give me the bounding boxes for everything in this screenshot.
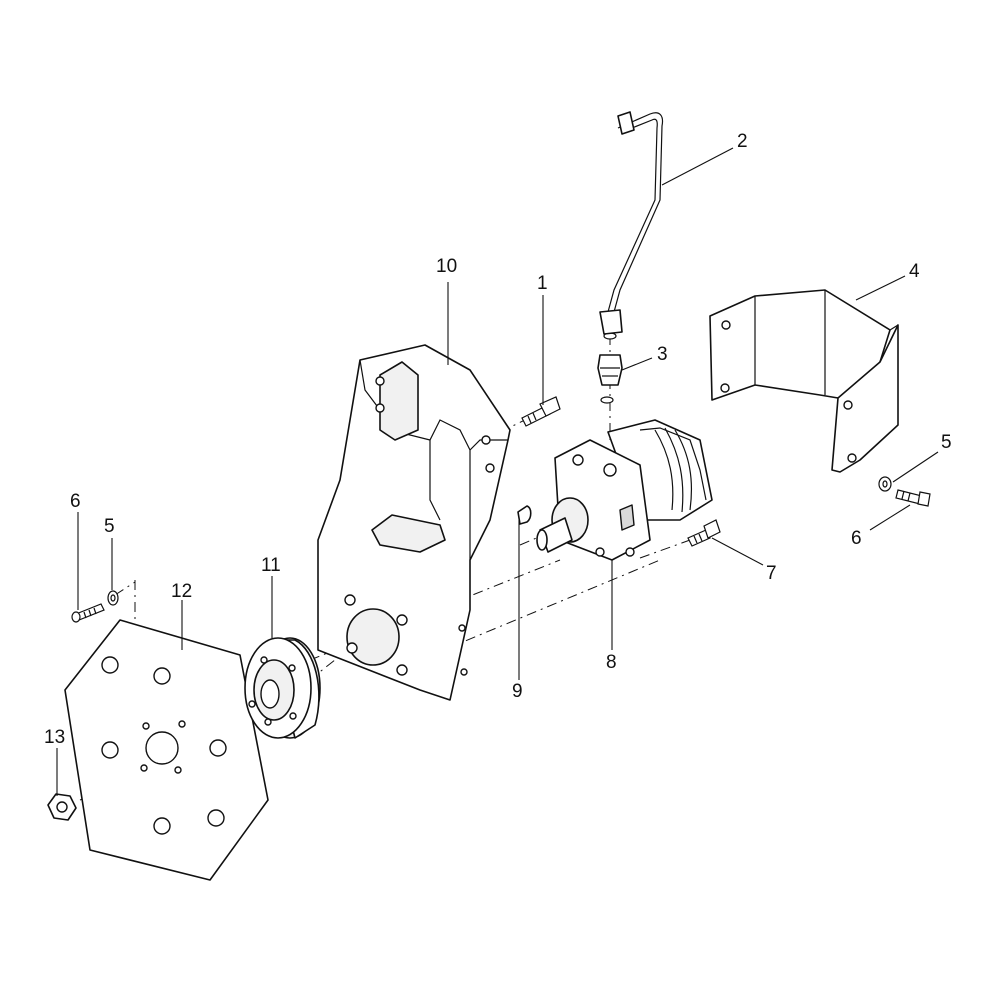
part-13-nut <box>47 793 77 821</box>
part-10-bracket <box>317 344 511 701</box>
callout-11: 11 <box>261 555 281 576</box>
callout-4: 4 <box>909 261 920 282</box>
callout-9: 9 <box>512 681 523 702</box>
part-7-bolt <box>687 519 721 547</box>
callout-12: 12 <box>171 581 193 602</box>
callout-7: 7 <box>766 563 777 584</box>
callout-5-left: 5 <box>104 516 115 537</box>
callout-leaders <box>56 147 939 796</box>
part-6-bolt-left <box>71 603 105 623</box>
callout-6-right: 6 <box>851 528 862 549</box>
part-1-bolt <box>521 396 561 427</box>
part-5-washer-left <box>107 590 119 606</box>
callout-5-right: 5 <box>941 432 952 453</box>
callout-3: 3 <box>657 344 668 365</box>
callout-1: 1 <box>537 273 548 294</box>
callout-10: 10 <box>436 256 458 277</box>
part-12-hex-plate <box>64 619 269 881</box>
part-5-washer-right <box>878 476 892 492</box>
callout-13: 13 <box>44 727 66 748</box>
callout-2: 2 <box>737 131 748 152</box>
part-6-bolt-right <box>895 489 931 507</box>
part-9-key <box>517 505 532 525</box>
callout-8: 8 <box>606 652 617 673</box>
part-4-guard <box>709 289 899 473</box>
callout-6-left: 6 <box>70 491 81 512</box>
part-8-hydraulic-motor <box>536 419 713 561</box>
part-11-coupling <box>244 637 321 739</box>
part-3-fitting <box>597 332 623 404</box>
part-2-tube <box>599 111 664 335</box>
